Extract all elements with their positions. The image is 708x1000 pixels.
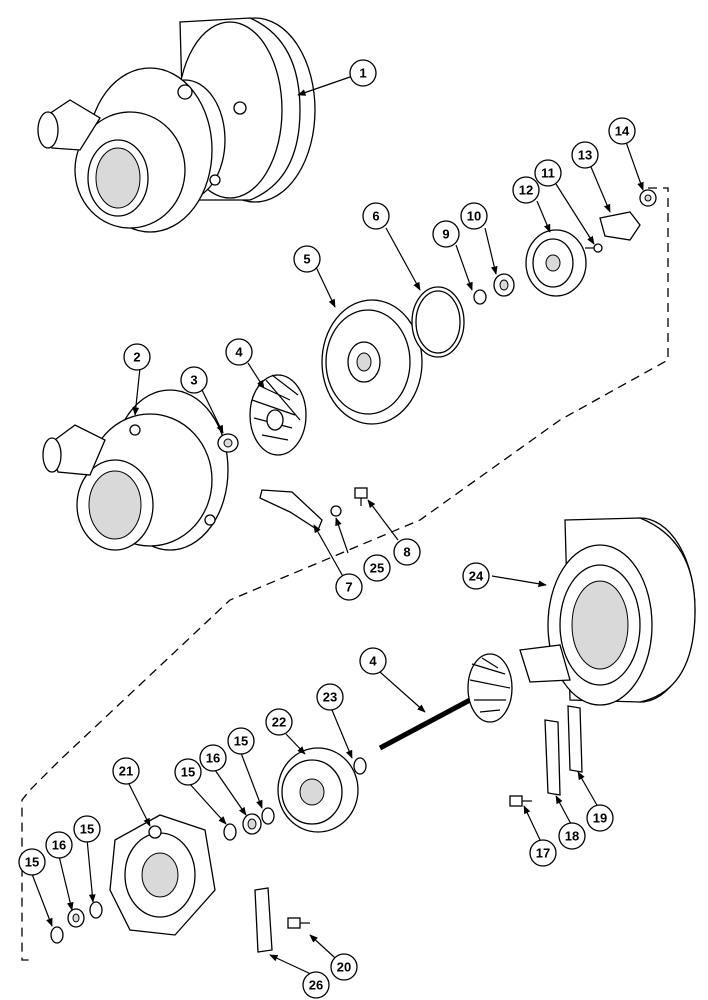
svg-text:7: 7 (345, 580, 352, 595)
callout-6: 6 (362, 202, 390, 230)
svg-text:25: 25 (370, 561, 384, 576)
thrust-bearing-plate (525, 229, 587, 297)
callout-15: 15 (227, 727, 255, 755)
callout-15: 15 (73, 815, 101, 843)
svg-text:22: 22 (272, 715, 286, 730)
svg-text:2: 2 (133, 350, 140, 365)
bearing-plate-13 (599, 211, 641, 241)
svg-text:20: 20 (337, 960, 351, 975)
turbine-housing (519, 517, 696, 706)
svg-text:23: 23 (323, 690, 337, 705)
callout-1: 1 (349, 59, 377, 87)
compressor-housing (42, 389, 229, 551)
callout-16: 16 (45, 831, 73, 859)
svg-text:5: 5 (303, 252, 310, 267)
svg-text:17: 17 (536, 846, 550, 861)
callout-22: 22 (265, 708, 293, 736)
snap-ring-15 (89, 901, 103, 919)
bolt-8 (354, 487, 368, 506)
svg-text:3: 3 (190, 373, 197, 388)
callout-19: 19 (586, 804, 614, 832)
svg-text:15: 15 (80, 822, 94, 837)
callout-3: 3 (180, 366, 208, 394)
washer-25 (330, 505, 342, 517)
svg-text:10: 10 (467, 209, 481, 224)
callout-2: 2 (123, 343, 151, 371)
turbocharger-assembly (37, 17, 316, 233)
bolt-20 (287, 917, 310, 929)
snap-ring-15 (50, 926, 64, 944)
clamp-plate-19 (567, 705, 583, 773)
svg-text:26: 26 (309, 978, 323, 993)
svg-text:14: 14 (615, 124, 630, 139)
svg-text:21: 21 (119, 764, 133, 779)
svg-text:16: 16 (206, 751, 220, 766)
thrust-collar-10 (493, 273, 515, 297)
bearing-16 (242, 813, 262, 835)
callout-18: 18 (558, 822, 586, 850)
bolt-17 (509, 795, 532, 807)
callout-14: 14 (608, 117, 636, 145)
callout-17: 17 (529, 839, 557, 867)
leader-lines (31, 76, 644, 976)
callout-13: 13 (571, 141, 599, 169)
callout-5: 5 (293, 245, 321, 273)
svg-text:4: 4 (369, 654, 377, 669)
callout-4: 4 (225, 338, 253, 366)
clamp-plate-7 (259, 489, 323, 531)
svg-text:18: 18 (565, 829, 579, 844)
clamp-plate-26 (254, 887, 273, 953)
callout-7: 7 (335, 573, 363, 601)
piston-ring-23 (353, 757, 367, 775)
turbine-wheel-shaft (378, 653, 513, 751)
svg-text:8: 8 (403, 545, 410, 560)
svg-text:15: 15 (234, 734, 248, 749)
svg-text:1: 1 (359, 66, 366, 81)
nut-part-14 (639, 189, 657, 207)
snap-ring-15 (261, 807, 275, 825)
callout-20: 20 (330, 953, 358, 981)
svg-text:13: 13 (578, 148, 592, 163)
callout-12: 12 (512, 176, 540, 204)
svg-text:11: 11 (541, 166, 555, 181)
callout-10: 10 (460, 202, 488, 230)
svg-text:15: 15 (25, 855, 39, 870)
o-ring (411, 286, 465, 358)
svg-text:9: 9 (442, 227, 449, 242)
callout-15: 15 (174, 758, 202, 786)
callout-26: 26 (302, 971, 330, 999)
svg-text:19: 19 (593, 811, 607, 826)
svg-text:4: 4 (235, 345, 243, 360)
svg-text:24: 24 (469, 569, 484, 584)
callout-9: 9 (432, 220, 460, 248)
heat-shield (277, 747, 359, 833)
clamp-plate-18 (544, 719, 561, 796)
callout-16: 16 (199, 744, 227, 772)
bearing-16 (67, 908, 85, 928)
center-housing (109, 814, 216, 936)
svg-text:15: 15 (181, 765, 195, 780)
screw-11 (585, 243, 603, 253)
callout-23: 23 (316, 683, 344, 711)
svg-text:6: 6 (372, 209, 379, 224)
callout-11: 11 (534, 159, 562, 187)
callout-15: 15 (18, 848, 46, 876)
compressor-wheel (249, 374, 307, 456)
callout-25: 25 (363, 554, 391, 582)
callout-8: 8 (393, 538, 421, 566)
snap-ring-9 (473, 289, 487, 305)
svg-text:12: 12 (519, 183, 533, 198)
snap-ring-15 (223, 823, 237, 841)
svg-text:16: 16 (52, 838, 66, 853)
backplate (321, 299, 423, 425)
nut-part-3 (217, 433, 239, 453)
callout-24: 24 (462, 562, 490, 590)
callout-4: 4 (359, 647, 387, 675)
callout-21: 21 (112, 757, 140, 785)
